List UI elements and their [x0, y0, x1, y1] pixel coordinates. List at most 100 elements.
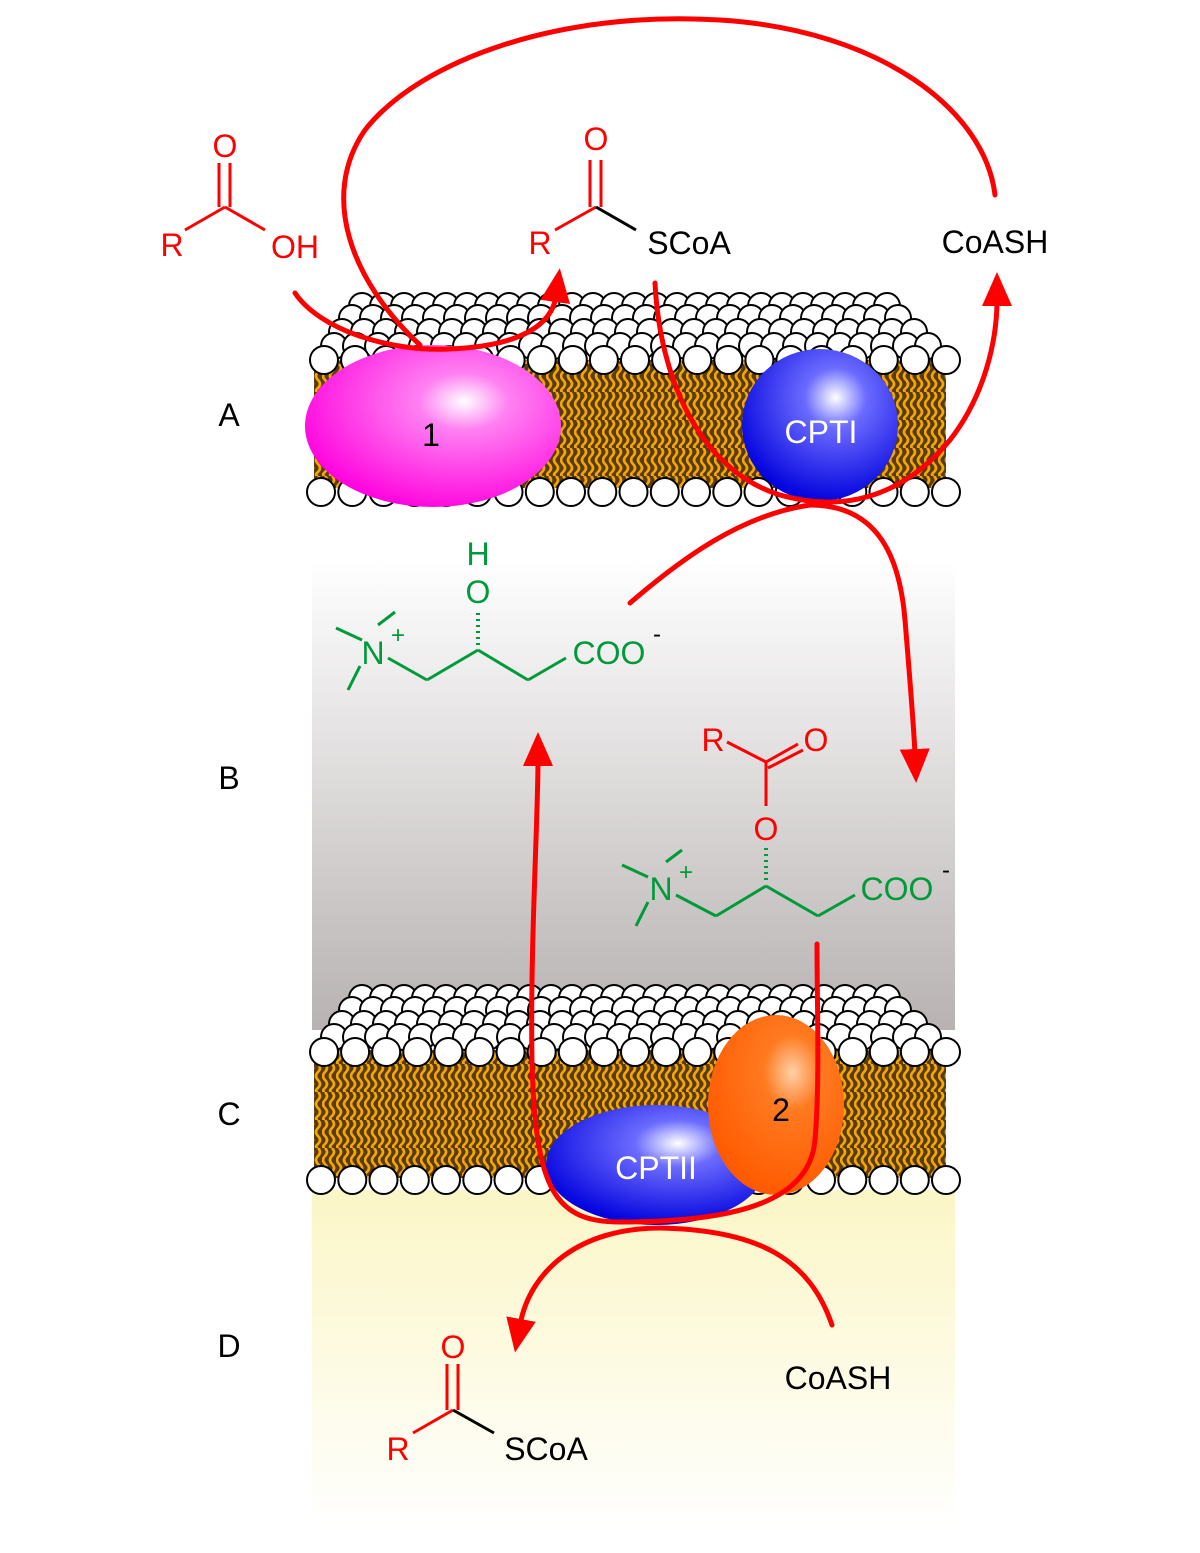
lipid-head — [682, 1037, 713, 1067]
lipid-head — [526, 1037, 557, 1067]
acyl-coa-top-structure: R O SCoA — [528, 121, 731, 261]
svg-text:O: O — [441, 1329, 466, 1365]
lipid-head — [587, 477, 618, 507]
lipid-head — [899, 1037, 930, 1067]
lipid-head — [309, 1037, 339, 1067]
lipid-head — [837, 1165, 868, 1195]
lipid-head — [868, 345, 899, 375]
arrow-acyl-coa-through-cpt1 — [652, 272, 1012, 505]
svg-text:R: R — [160, 227, 183, 263]
lipid-head — [899, 345, 930, 375]
lipid-head — [526, 345, 557, 375]
enzyme-1-acyl-coa-synthetase — [305, 345, 561, 507]
lipid-head — [868, 1037, 899, 1067]
svg-text:O: O — [213, 128, 238, 164]
svg-text:-: - — [653, 621, 661, 648]
lipid-head — [557, 345, 588, 375]
svg-text:COO: COO — [573, 635, 646, 671]
enzyme-1-label: 1 — [422, 417, 440, 453]
cpt1-label: CPTI — [785, 414, 858, 450]
svg-text:-: - — [942, 857, 950, 884]
region-label-a: A — [218, 397, 240, 433]
lipid-head — [309, 345, 339, 375]
lipid-head — [620, 1037, 650, 1067]
svg-text:+: + — [679, 859, 693, 886]
carnitine-structure: N + H O COO - — [335, 536, 661, 691]
lipid-head — [931, 477, 961, 507]
lipid-head — [651, 1037, 682, 1067]
arrow-acylcarnitine-through-inner-membrane — [522, 732, 821, 1225]
lipid-head — [713, 345, 744, 375]
region-label-b: B — [218, 760, 239, 796]
svg-text:O: O — [754, 811, 779, 847]
lipid-head — [649, 477, 680, 507]
svg-text:SCoA: SCoA — [647, 225, 731, 261]
svg-text:SCoA: SCoA — [504, 1431, 588, 1467]
enzyme-2-translocase — [708, 1015, 844, 1195]
svg-text:+: + — [391, 622, 405, 649]
lipid-head — [744, 345, 775, 375]
lipid-head — [524, 477, 555, 507]
lipid-head — [618, 477, 649, 507]
cpt2-enzyme — [546, 1105, 766, 1225]
svg-text:O: O — [466, 574, 491, 610]
mitochondrial-matrix — [312, 1190, 955, 1530]
lipid-head — [402, 1037, 433, 1067]
arrow-carnitine-to-cpt1 — [627, 502, 813, 606]
acyl-coa-bottom-structure: R O SCoA — [386, 1329, 588, 1467]
lipid-head — [899, 477, 930, 507]
lipid-head — [712, 477, 743, 507]
lipid-head — [368, 1165, 399, 1195]
region-label-c: C — [217, 1096, 240, 1132]
svg-text:N: N — [649, 871, 672, 907]
coash-bottom: CoASH — [785, 1360, 892, 1396]
arrow-cpt1-to-acylcarnitine — [807, 502, 930, 783]
lipid-head — [868, 1165, 899, 1195]
lipid-head — [931, 345, 961, 375]
lipid-head — [306, 1165, 336, 1195]
arrow-coash-loop-top — [341, 16, 998, 348]
lipid-head — [493, 1165, 524, 1195]
lipid-head — [931, 1165, 961, 1195]
lipid-head — [340, 1037, 371, 1067]
region-label-d: D — [217, 1328, 240, 1364]
svg-text:O: O — [584, 121, 609, 157]
lipid-head — [371, 1037, 402, 1067]
enzyme-2-label: 2 — [772, 1092, 790, 1128]
lipid-head — [556, 477, 586, 507]
lipid-head — [557, 1037, 588, 1067]
lipid-head — [931, 1037, 961, 1067]
lipid-head — [837, 1037, 868, 1067]
reaction-arrows — [292, 16, 1012, 1353]
lipid-head — [682, 345, 713, 375]
coash-top: CoASH — [942, 224, 1049, 260]
lipid-head — [681, 477, 711, 507]
lipid-head — [337, 1165, 368, 1195]
lipid-head — [620, 345, 650, 375]
lipid-head — [431, 1165, 461, 1195]
lipid-head — [462, 1165, 493, 1195]
lipid-head — [899, 1165, 930, 1195]
lipid-head — [306, 477, 336, 507]
svg-text:R: R — [701, 722, 724, 758]
fatty-acid-structure: R O OH — [160, 128, 319, 265]
lipid-head — [433, 1037, 464, 1067]
cpt2-label: CPTII — [615, 1150, 697, 1186]
svg-text:COO: COO — [861, 871, 934, 907]
cpt1-enzyme — [742, 349, 898, 501]
svg-text:H: H — [466, 536, 489, 572]
intermembrane-space — [312, 560, 955, 1030]
lipid-head — [588, 345, 619, 375]
lipid-head — [399, 1165, 430, 1195]
lipid-head — [588, 1037, 619, 1067]
svg-text:OH: OH — [271, 229, 319, 265]
lipid-head — [464, 1037, 495, 1067]
lipid-head — [495, 1037, 526, 1067]
svg-text:N: N — [361, 635, 384, 671]
arrow-coash-to-acyl-coa — [506, 1225, 835, 1353]
acylcarnitine-structure: R O O N + COO - — [621, 722, 950, 927]
svg-text:O: O — [804, 722, 829, 758]
svg-text:R: R — [528, 225, 551, 261]
svg-text:R: R — [386, 1431, 409, 1467]
